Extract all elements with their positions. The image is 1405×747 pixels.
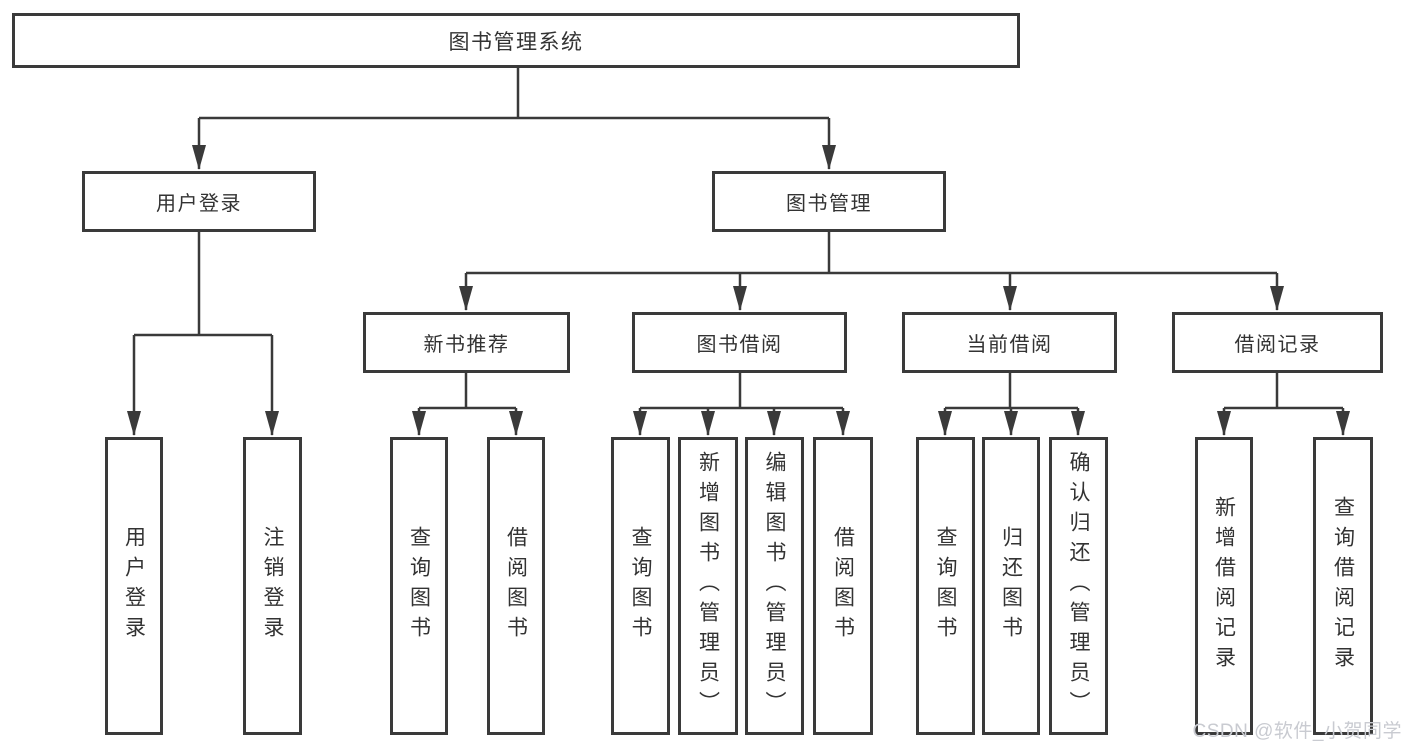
node-label: 新增借阅记录 <box>1212 496 1236 676</box>
leaf-logout: 注销登录 <box>243 437 302 735</box>
node-label: 归还图书 <box>999 526 1023 646</box>
node-current-borrowing: 当前借阅 <box>902 312 1117 373</box>
node-label: 用户登录 <box>156 193 242 215</box>
node-label: 编辑图书（管理员） <box>763 451 786 721</box>
node-new-book-recommendation: 新书推荐 <box>363 312 570 373</box>
leaf-query-books-recommend: 查询图书 <box>390 437 448 735</box>
node-root-library-management-system: 图书管理系统 <box>12 13 1020 68</box>
node-label: 查询图书 <box>407 526 431 646</box>
leaf-borrow-books: 借阅图书 <box>813 437 873 735</box>
leaf-user-login: 用户登录 <box>105 437 163 735</box>
leaf-return-books: 归还图书 <box>982 437 1040 735</box>
csdn-watermark: CSDN @软件_小贺同学 <box>1192 721 1402 742</box>
leaf-add-borrowing-record: 新增借阅记录 <box>1195 437 1253 735</box>
node-label: 用户登录 <box>122 526 146 646</box>
node-label: 借阅图书 <box>504 526 528 646</box>
node-label: 查询借阅记录 <box>1331 496 1355 676</box>
node-label: 当前借阅 <box>966 334 1053 356</box>
leaf-borrow-books-recommend: 借阅图书 <box>487 437 545 735</box>
leaf-edit-books-admin: 编辑图书（管理员） <box>745 437 804 735</box>
node-label: 新增图书（管理员） <box>696 451 720 721</box>
node-book-borrowing: 图书借阅 <box>632 312 847 373</box>
node-borrowing-records: 借阅记录 <box>1172 312 1383 373</box>
leaf-query-borrowing-record: 查询借阅记录 <box>1313 437 1373 735</box>
node-label: 确认归还（管理员） <box>1067 451 1090 721</box>
node-label: 图书管理系统 <box>448 30 584 54</box>
node-label: 借阅图书 <box>831 526 855 646</box>
leaf-query-books-borrowing: 查询图书 <box>611 437 670 735</box>
node-label: 注销登录 <box>261 526 284 646</box>
node-label: 图书管理 <box>786 193 872 215</box>
node-book-management: 图书管理 <box>712 171 946 232</box>
leaf-add-books-admin: 新增图书（管理员） <box>678 437 738 735</box>
leaf-query-books-current: 查询图书 <box>916 437 975 735</box>
node-label: 查询图书 <box>629 526 652 646</box>
leaf-confirm-return-admin: 确认归还（管理员） <box>1049 437 1108 735</box>
node-user-login: 用户登录 <box>82 171 316 232</box>
node-label: 查询图书 <box>934 526 957 646</box>
node-label: 借阅记录 <box>1234 334 1321 356</box>
node-label: 新书推荐 <box>423 334 510 356</box>
node-label: 图书借阅 <box>696 334 783 356</box>
